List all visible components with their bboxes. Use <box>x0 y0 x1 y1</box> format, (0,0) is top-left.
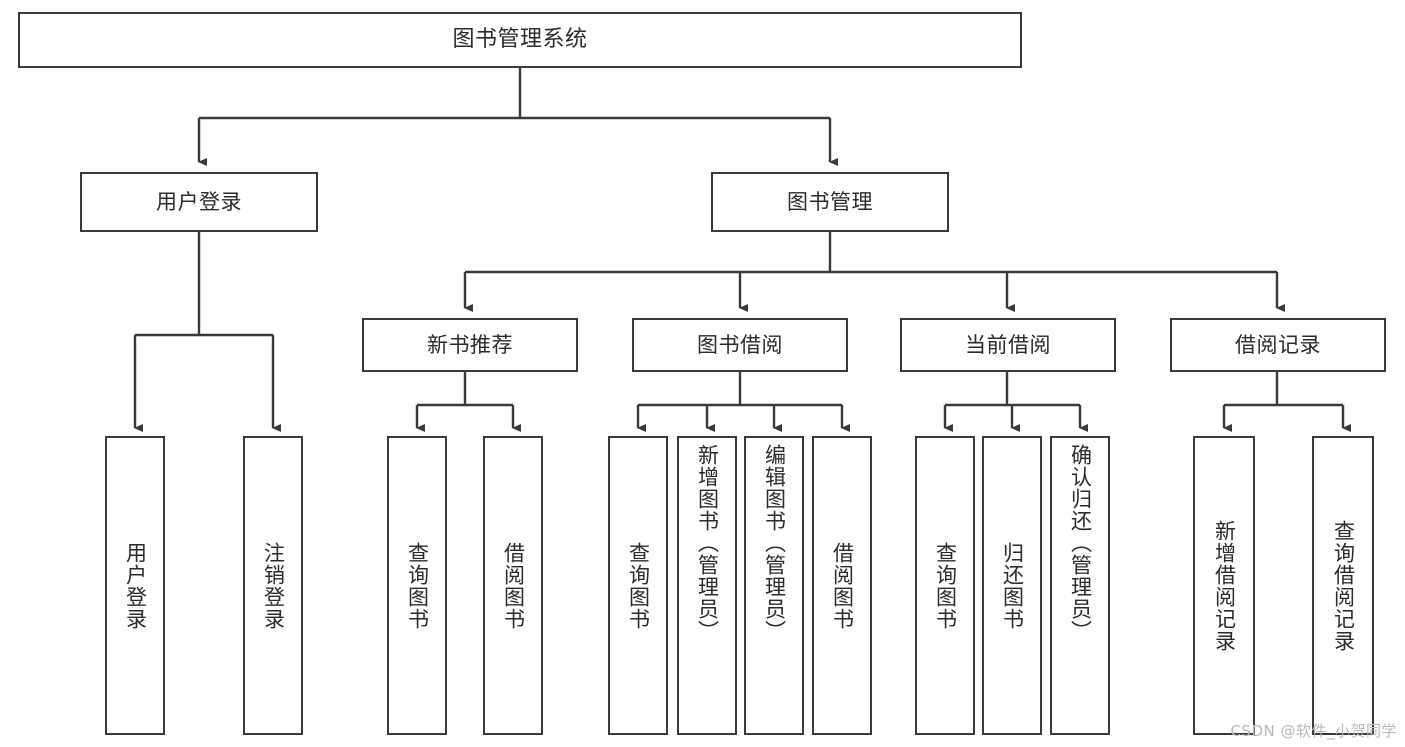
leaf-query-book-current[interactable]: 查询图书 <box>915 436 975 735</box>
node-user-login[interactable]: 用户登录 <box>80 172 318 232</box>
leaf-add-borrow-record[interactable]: 新增借阅记录 <box>1193 436 1255 735</box>
node-borrow-record[interactable]: 借阅记录 <box>1170 318 1386 372</box>
node-label: 注销登录 <box>261 541 286 630</box>
leaf-user-login[interactable]: 用户登录 <box>105 436 165 735</box>
node-label: 查询图书 <box>626 541 651 630</box>
node-label: 借阅图书 <box>501 541 526 630</box>
leaf-logout-login[interactable]: 注销登录 <box>243 436 303 735</box>
leaf-query-book-borrow[interactable]: 查询图书 <box>608 436 668 735</box>
leaf-query-book-new-recommend[interactable]: 查询图书 <box>387 436 447 735</box>
node-label: 借阅图书 <box>830 541 855 630</box>
node-label: 当前借阅 <box>965 332 1051 357</box>
leaf-return-book[interactable]: 归还图书 <box>982 436 1042 735</box>
node-label: 借阅记录 <box>1235 332 1321 357</box>
node-new-book-recommend[interactable]: 新书推荐 <box>362 318 578 372</box>
node-label: 新增图书（管理员） <box>695 444 720 642</box>
leaf-borrow-book-new-recommend[interactable]: 借阅图书 <box>483 436 543 735</box>
leaf-borrow-book-borrow[interactable]: 借阅图书 <box>812 436 872 735</box>
node-label: 图书管理系统 <box>452 27 588 53</box>
node-label: 图书借阅 <box>697 332 783 357</box>
node-label: 查询图书 <box>933 541 958 630</box>
leaf-add-book-admin[interactable]: 新增图书（管理员） <box>677 436 737 735</box>
node-label: 查询借阅记录 <box>1331 519 1356 652</box>
node-label: 新增借阅记录 <box>1212 519 1237 652</box>
node-label: 新书推荐 <box>427 332 513 357</box>
node-label: 用户登录 <box>123 541 148 630</box>
leaf-confirm-return-admin[interactable]: 确认归还（管理员） <box>1050 436 1110 735</box>
node-current-borrow[interactable]: 当前借阅 <box>900 318 1116 372</box>
leaf-query-borrow-record[interactable]: 查询借阅记录 <box>1312 436 1374 735</box>
node-label: 确认归还（管理员） <box>1068 444 1093 642</box>
node-book-management[interactable]: 图书管理 <box>711 172 949 232</box>
node-label: 图书管理 <box>787 189 873 214</box>
node-book-borrow[interactable]: 图书借阅 <box>632 318 848 372</box>
csdn-watermark: CSDN @软件_小贺同学 <box>1230 722 1397 740</box>
node-label: 编辑图书（管理员） <box>762 444 787 642</box>
node-root-book-management-system[interactable]: 图书管理系统 <box>18 12 1022 68</box>
leaf-edit-book-admin[interactable]: 编辑图书（管理员） <box>744 436 804 735</box>
node-label: 归还图书 <box>1000 541 1025 630</box>
node-label: 查询图书 <box>405 541 430 630</box>
node-label: 用户登录 <box>156 189 242 214</box>
